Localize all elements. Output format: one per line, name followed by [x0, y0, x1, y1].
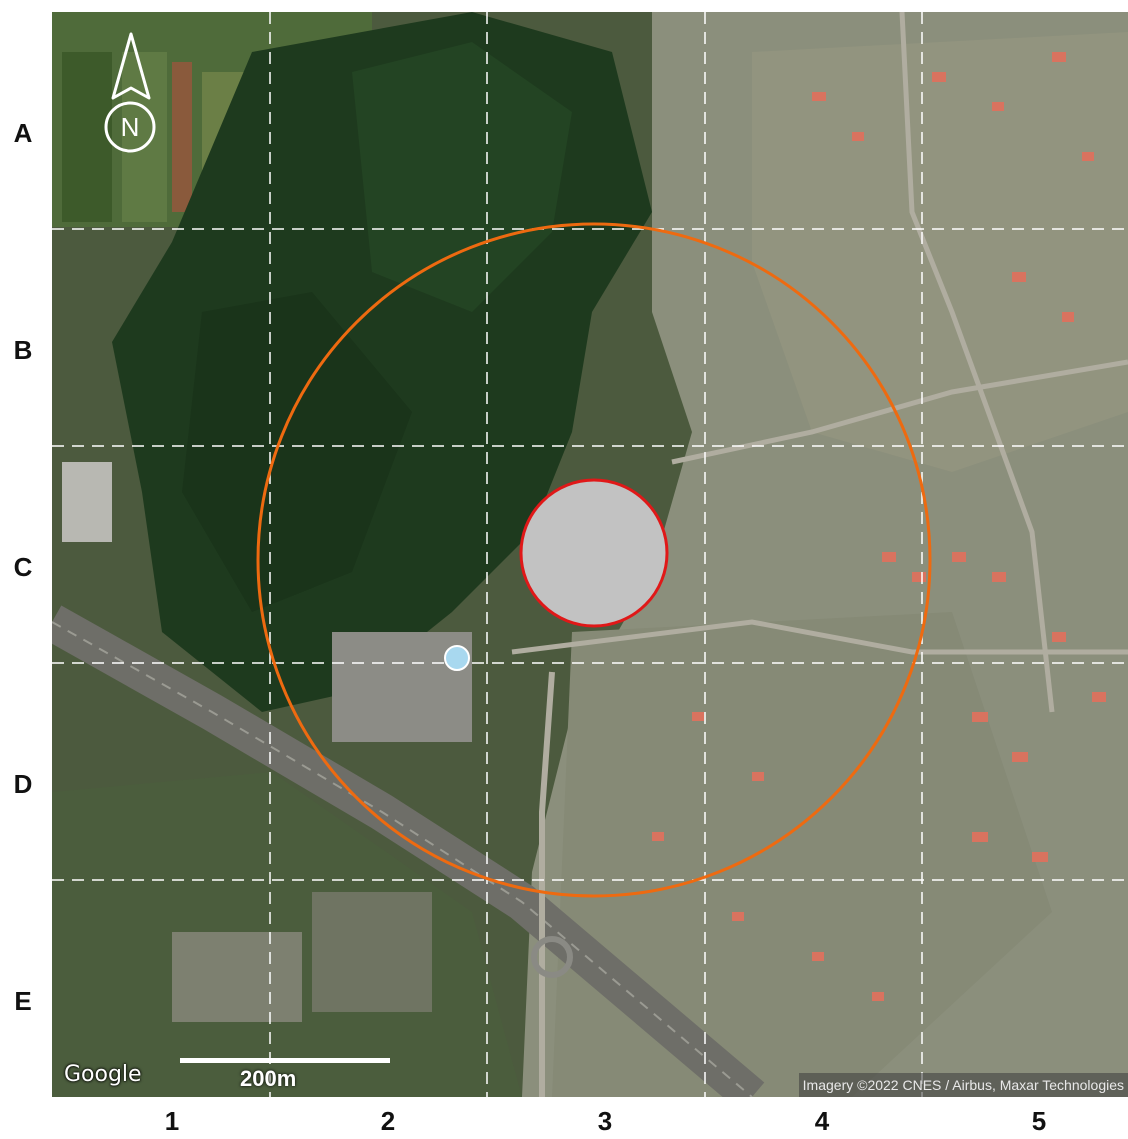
blue-location-marker[interactable]	[444, 645, 470, 671]
scale-bar	[180, 1058, 390, 1063]
row-label-d: D	[13, 769, 33, 799]
col-label-2: 2	[380, 1106, 396, 1136]
row-label-a: A	[13, 118, 33, 148]
scale-label: 200m	[240, 1066, 297, 1091]
center-zone	[519, 478, 669, 628]
road	[539, 671, 555, 1097]
outer-ring	[256, 222, 932, 898]
warehouse	[62, 462, 112, 542]
grid-lines	[52, 12, 1128, 1097]
imagery-attribution: Imagery ©2022 CNES / Airbus, Maxar Techn…	[798, 1073, 1128, 1097]
compass-letter: N	[121, 112, 140, 142]
row-label-b: B	[13, 335, 33, 365]
satellite-map[interactable]: N	[52, 12, 1128, 1097]
roundabout	[531, 936, 573, 978]
north-arrow-icon: N	[104, 32, 156, 153]
col-label-4: 4	[814, 1106, 830, 1136]
google-logo: Google	[64, 1062, 142, 1087]
row-label-e: E	[14, 986, 32, 1016]
col-label-5: 5	[1031, 1106, 1047, 1136]
col-label-3: 3	[597, 1106, 613, 1136]
col-label-1: 1	[164, 1106, 180, 1136]
row-label-c: C	[13, 552, 33, 582]
